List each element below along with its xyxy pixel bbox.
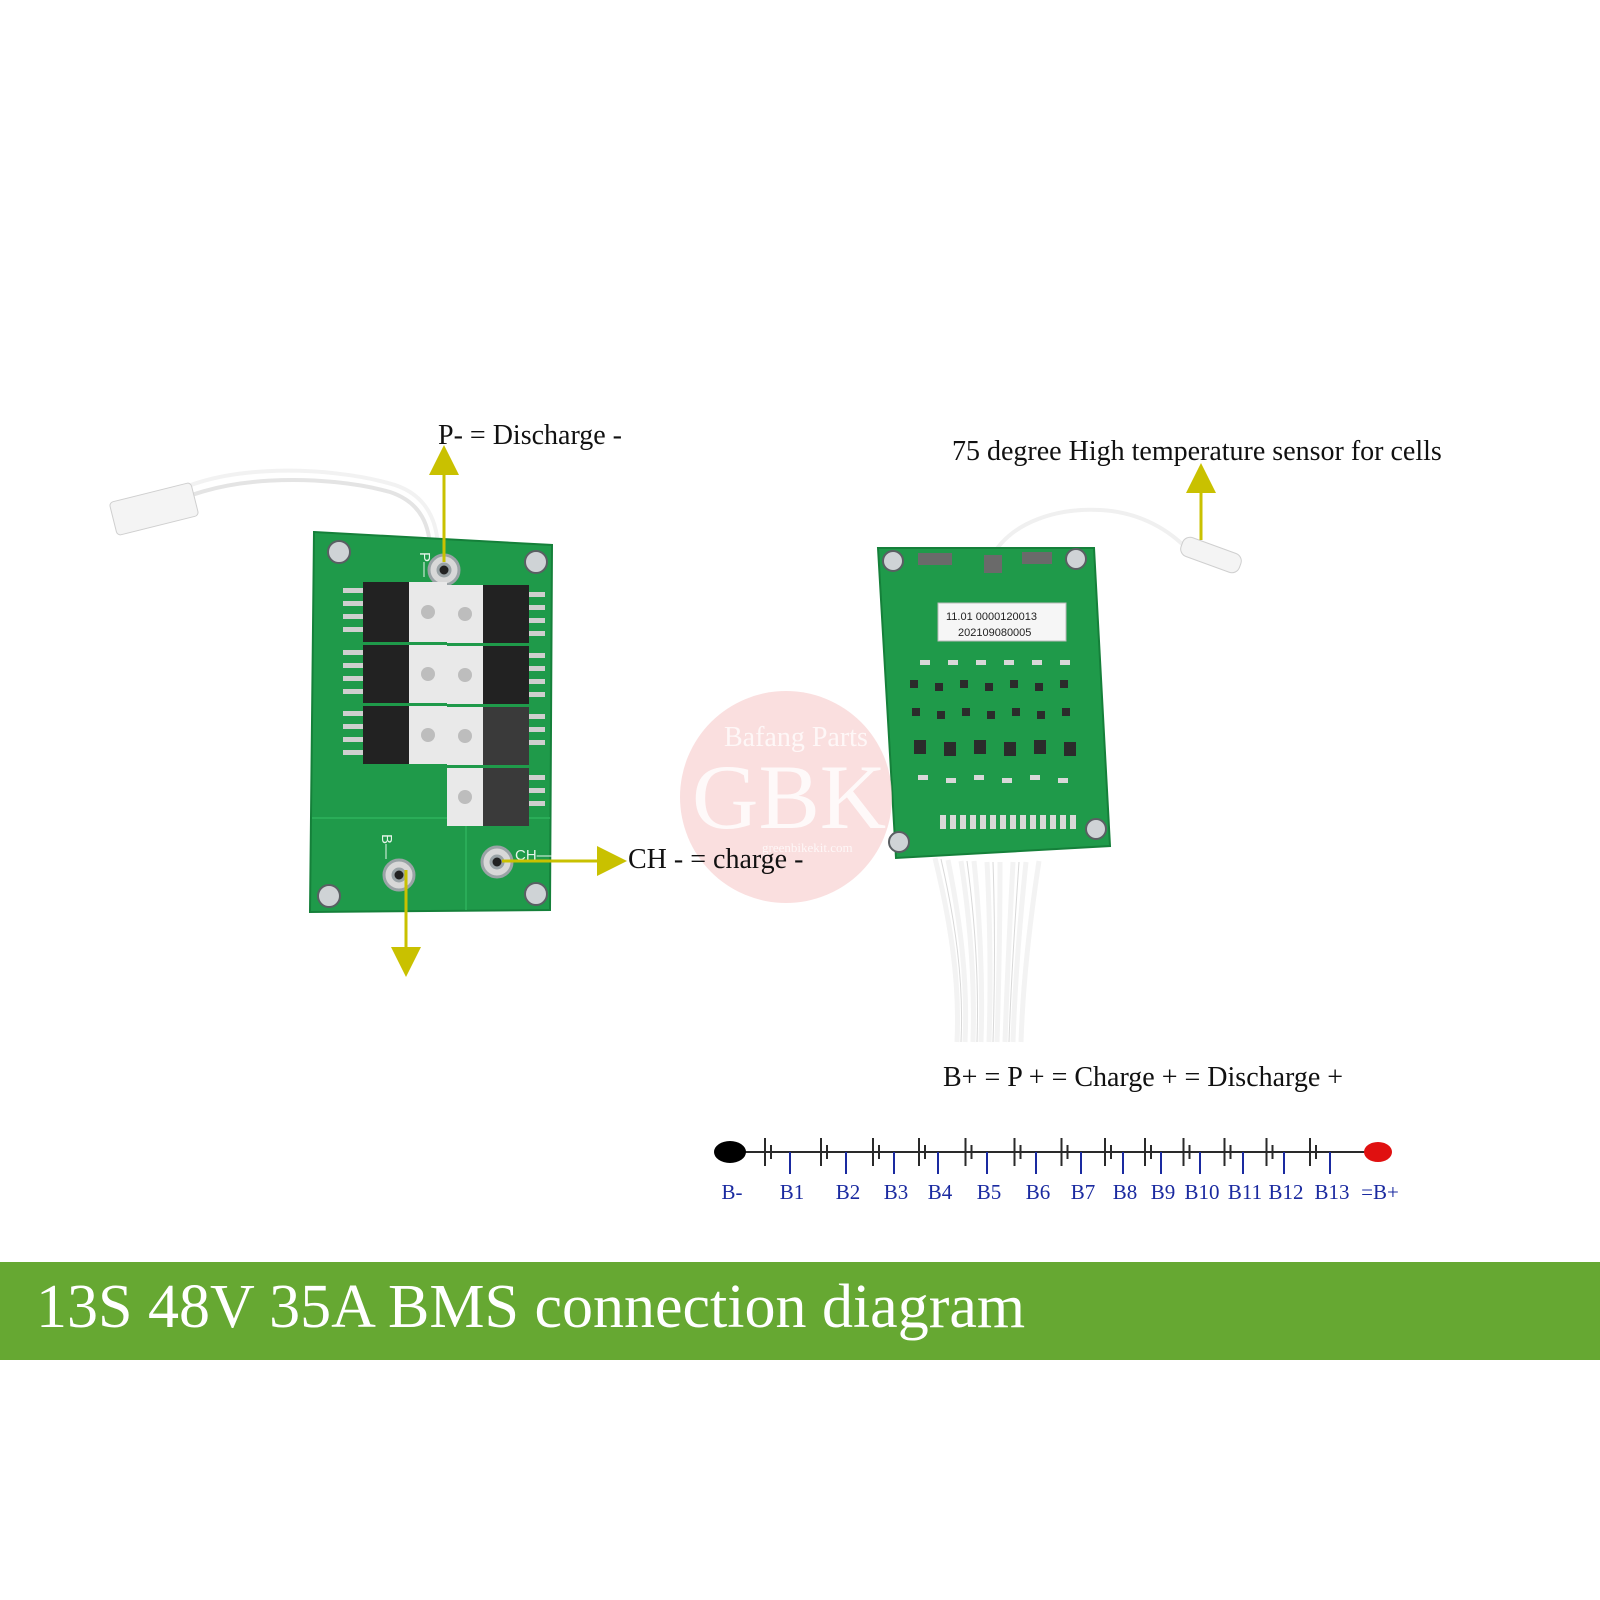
left-terminal-p [427, 553, 461, 587]
right-connector-pads [940, 815, 1076, 829]
left-silk-b: B— [378, 834, 395, 859]
svg-text:202109080005: 202109080005 [958, 627, 1031, 639]
node-label: B8 [1112, 1180, 1138, 1204]
node-label: B10 [1184, 1180, 1220, 1204]
wiring-schematic [714, 1138, 1392, 1174]
node-label: B6 [1025, 1180, 1051, 1204]
node-label: B5 [976, 1180, 1002, 1204]
balance-wire-bundle [932, 857, 1042, 1043]
title-banner: 13S 48V 35A BMS connection diagram [0, 1262, 1600, 1360]
left-screws [317, 540, 548, 908]
right-pcb [876, 547, 1112, 860]
watermark-line1: Bafang Parts [724, 722, 868, 753]
right-components [910, 680, 1076, 756]
left-sensor-wire [146, 468, 441, 561]
watermark-line3: greenbikekit.com [762, 840, 853, 855]
right-temp-probe [1180, 536, 1242, 574]
label-ch-minus: CH - = charge - [628, 844, 804, 875]
node-label: B1 [779, 1180, 805, 1204]
node-label: B3 [883, 1180, 909, 1204]
node-label: B11 [1227, 1180, 1263, 1204]
b-plus-terminal [1364, 1142, 1392, 1162]
node-label: =B+ [1361, 1180, 1399, 1204]
node-label: B4 [927, 1180, 953, 1204]
node-label: B2 [835, 1180, 861, 1204]
left-mosfet-array [343, 582, 545, 826]
node-label: B7 [1070, 1180, 1096, 1204]
node-label: B- [721, 1180, 743, 1204]
label-p-minus: P- = Discharge - [438, 420, 623, 451]
left-silk-p: P— [416, 552, 433, 577]
watermark-logo [680, 691, 892, 903]
right-bms-board: 11.01 0000120013 202109080005 [876, 463, 1242, 1043]
node-label: B9 [1150, 1180, 1176, 1204]
right-sticker [937, 602, 1067, 642]
label-b-plus: B+ = P + = Charge + = Discharge + [943, 1062, 1344, 1093]
b-minus-terminal [714, 1141, 746, 1163]
banner-title: 13S 48V 35A BMS connection diagram [36, 1273, 1026, 1341]
right-sensor-wire [988, 507, 1192, 561]
svg-text:11.01 0000120013: 11.01 0000120013 [946, 611, 1037, 623]
node-label: B13 [1314, 1180, 1350, 1204]
watermark-line2: GBK [692, 746, 887, 848]
left-terminal-ch [480, 845, 514, 879]
left-terminal-b [382, 858, 416, 892]
left-temp-probe [109, 482, 199, 536]
left-bms-board: P— B— CH— [109, 445, 627, 977]
label-temp-sensor: 75 degree High temperature sensor for ce… [952, 436, 1442, 467]
node-label: B12 [1268, 1180, 1304, 1204]
